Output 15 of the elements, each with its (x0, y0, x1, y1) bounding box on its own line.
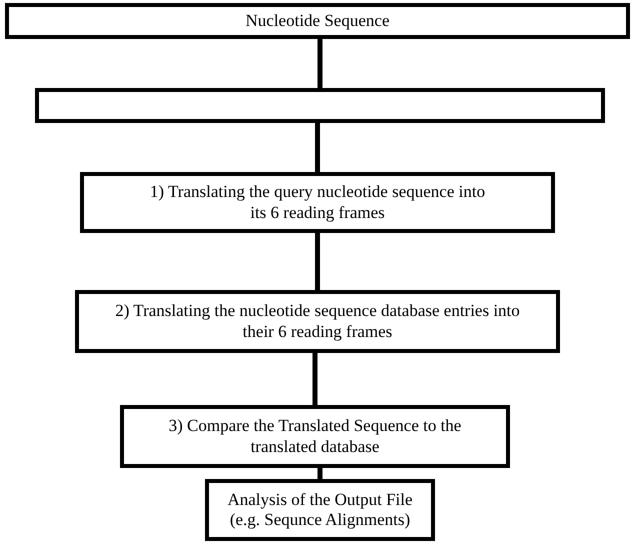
process-box (80, 172, 555, 233)
empty-box (35, 88, 605, 123)
process-box (205, 479, 435, 541)
box-text: 3) Compare the Translated Sequence to the translated database (168, 416, 462, 457)
box-text: 2) Translating the nucleotide sequence database entries into their 6 reading frames (114, 301, 521, 342)
box-text: Analysis of the Output File (e.g. Sequnce Alignments) (226, 490, 414, 530)
box-text: Nucleotide Sequence (246, 10, 390, 32)
box-text: 1) Translating the query nucleotide sequence into its 6 reading frames (148, 182, 486, 223)
process-box (5, 3, 630, 39)
connector-line (312, 353, 318, 405)
connector-line (315, 123, 320, 172)
connector-line (315, 233, 320, 290)
connector-line (318, 39, 322, 88)
process-box (120, 405, 510, 468)
process-box (75, 290, 560, 353)
